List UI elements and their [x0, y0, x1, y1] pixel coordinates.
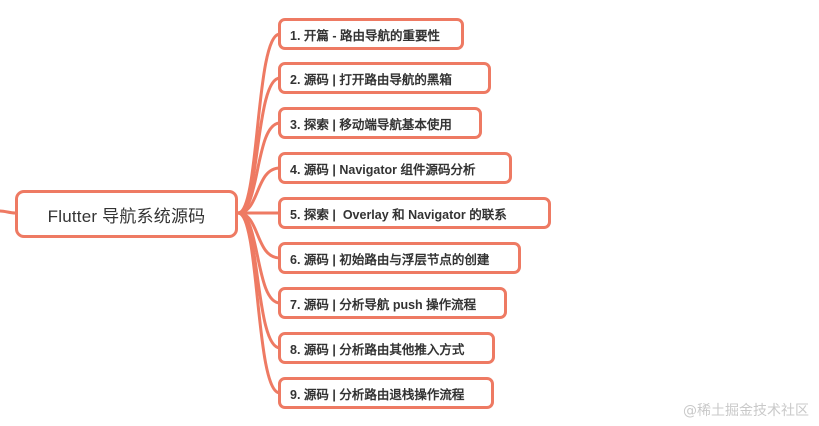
watermark: @稀土掘金技术社区 [683, 403, 809, 419]
child-node-label: 1. 开篇 - 路由导航的重要性 [290, 28, 441, 43]
connector-3 [236, 121, 282, 215]
child-node-4[interactable]: 4. 源码 | Navigator 组件源码分析 [278, 152, 512, 184]
child-node-label: 5. 探索 | Overlay 和 Navigator 的联系 [290, 207, 507, 222]
child-node-label: 7. 源码 | 分析导航 push 操作流程 [290, 297, 477, 312]
child-node-8[interactable]: 8. 源码 | 分析路由其他推入方式 [278, 332, 495, 364]
connector-8 [236, 211, 282, 350]
connector-2 [236, 76, 282, 215]
root-left-stub [0, 209, 17, 215]
child-node-label: 9. 源码 | 分析路由退栈操作流程 [290, 387, 465, 402]
child-node-1[interactable]: 1. 开篇 - 路由导航的重要性 [278, 18, 464, 50]
child-node-5[interactable]: 5. 探索 | Overlay 和 Navigator 的联系 [278, 197, 551, 229]
child-node-9[interactable]: 9. 源码 | 分析路由退栈操作流程 [278, 377, 494, 409]
child-node-7[interactable]: 7. 源码 | 分析导航 push 操作流程 [278, 287, 507, 319]
root-node[interactable]: Flutter 导航系统源码 [15, 190, 238, 238]
root-node-label: Flutter 导航系统源码 [47, 206, 206, 226]
child-node-2[interactable]: 2. 源码 | 打开路由导航的黑箱 [278, 62, 491, 94]
child-node-3[interactable]: 3. 探索 | 移动端导航基本使用 [278, 107, 482, 139]
child-node-label: 3. 探索 | 移动端导航基本使用 [290, 117, 452, 132]
child-node-label: 2. 源码 | 打开路由导航的黑箱 [290, 72, 452, 87]
child-node-label: 4. 源码 | Navigator 组件源码分析 [290, 162, 476, 177]
child-node-label: 6. 源码 | 初始路由与浮层节点的创建 [290, 252, 490, 267]
child-node-label: 8. 源码 | 分析路由其他推入方式 [290, 342, 465, 357]
child-node-6[interactable]: 6. 源码 | 初始路由与浮层节点的创建 [278, 242, 521, 274]
connector-9 [236, 211, 282, 395]
